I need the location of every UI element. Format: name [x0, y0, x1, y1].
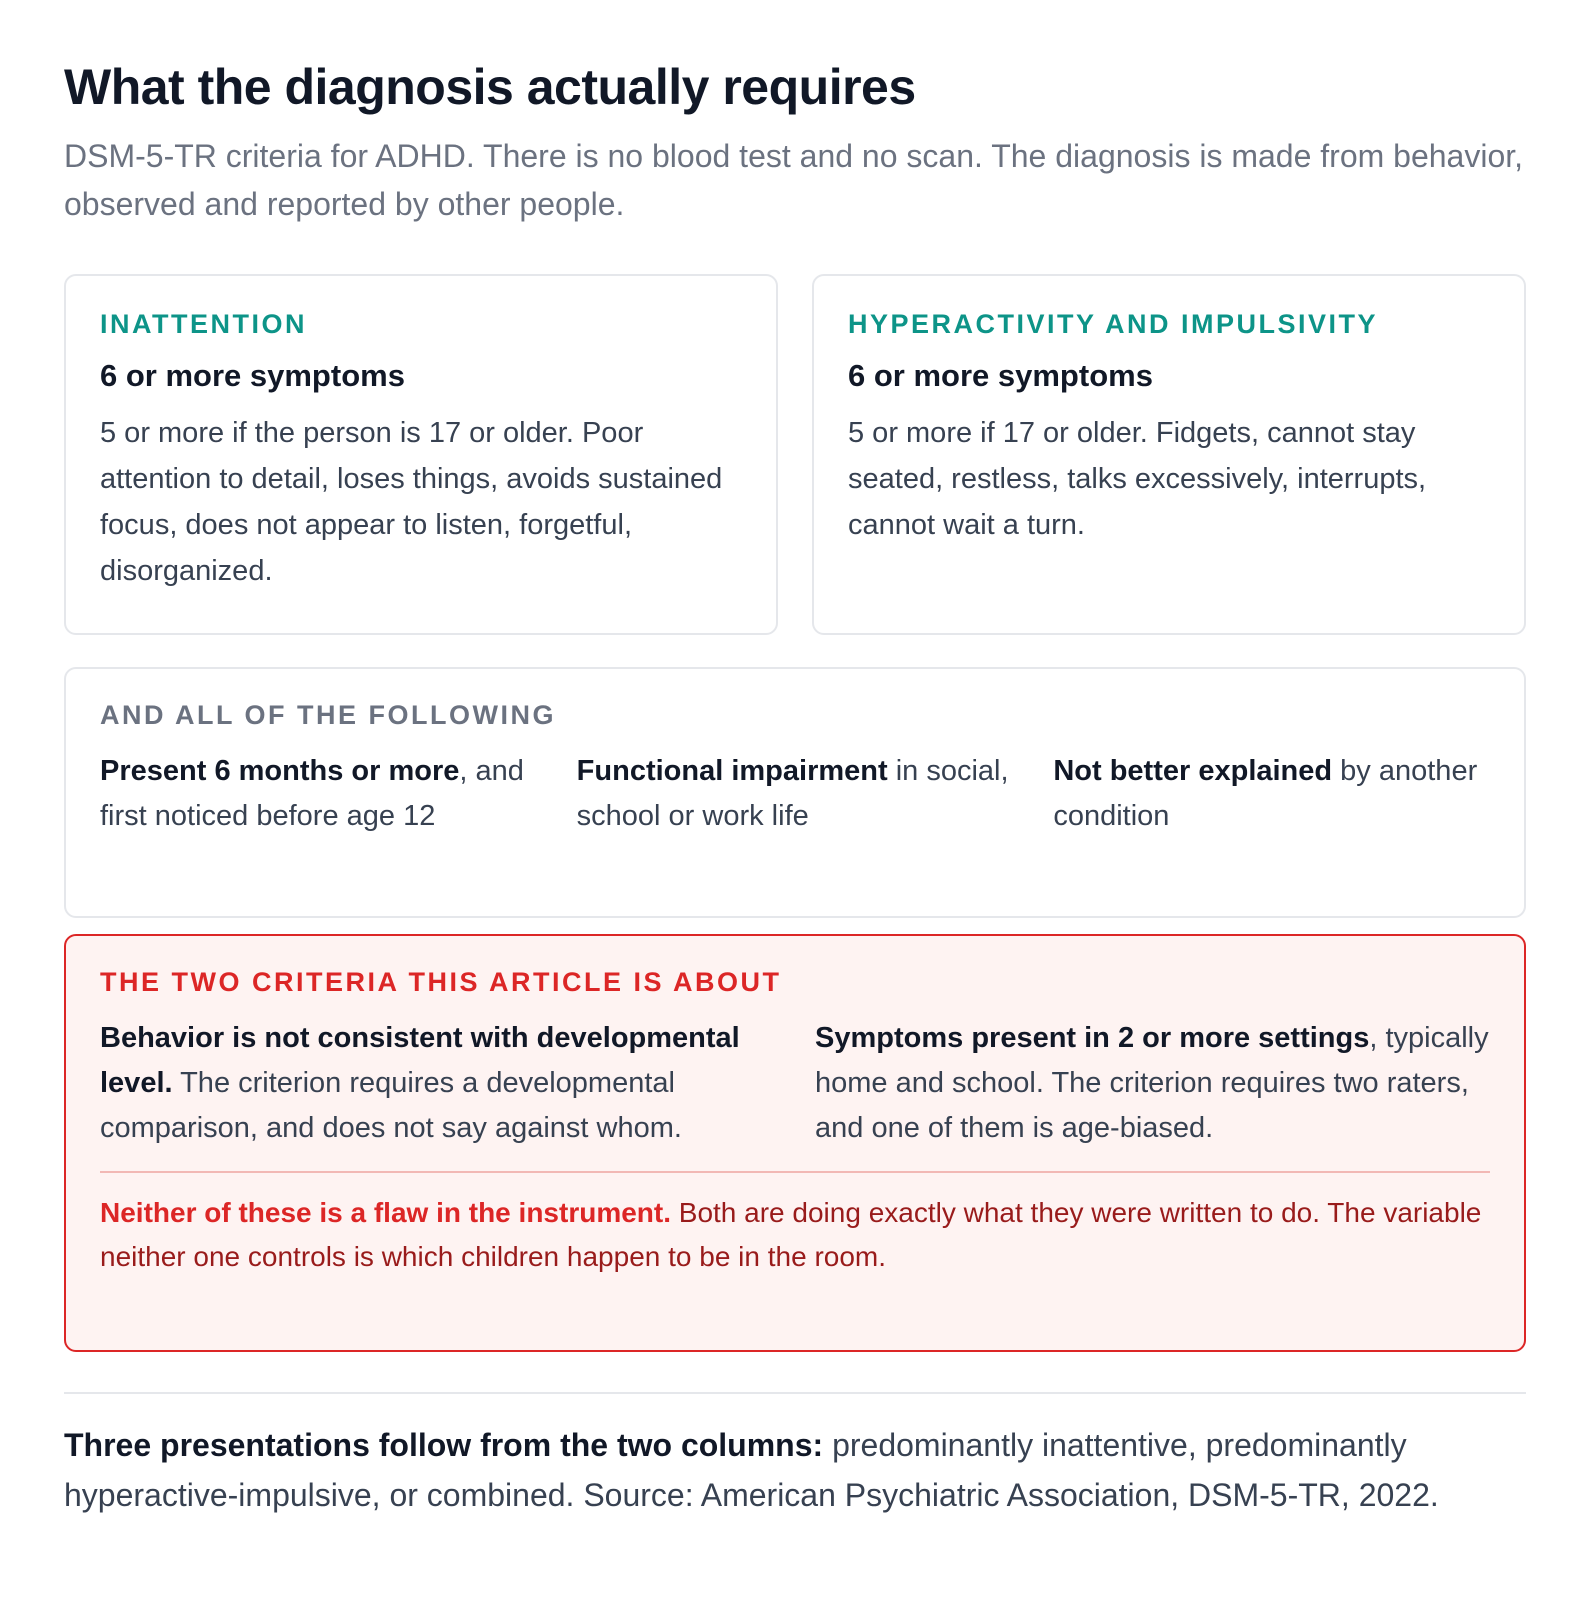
all-following-columns: Present 6 months or more, and first noti…	[100, 749, 1490, 839]
all-following-eyebrow: AND ALL OF THE FOLLOWING	[100, 700, 556, 730]
requirement-exclusion-bold: Not better explained	[1053, 755, 1333, 787]
page-subtitle: DSM-5-TR criteria for ADHD. There is no …	[64, 138, 1524, 222]
requirement-impairment-text: in social, school or work life	[576, 755, 1009, 832]
inattention-eyebrow: INATTENTION	[100, 309, 307, 339]
criterion-settings-bold: Symptoms present in 2 or more settings	[815, 1022, 1370, 1054]
two-criteria-callout: THE TWO CRITERIA THIS ARTICLE IS ABOUT B…	[64, 934, 1526, 1352]
hyperactivity-body: 5 or more if 17 or older. Fidgets, canno…	[848, 417, 1427, 541]
requirement-impairment: Functional impairment in social, school …	[577, 749, 1014, 839]
page: What the diagnosis actually requires DSM…	[64, 59, 1526, 1520]
requirement-exclusion-text: by another condition	[1053, 755, 1478, 832]
requirement-exclusion: Not better explained by another conditio…	[1053, 749, 1490, 839]
footer-note-bold: Three presentations follow from the two …	[64, 1427, 824, 1463]
page-title: What the diagnosis actually requires	[64, 59, 916, 115]
requirement-duration-text: , and first noticed before age 12	[100, 755, 524, 832]
two-criteria-columns: Behavior is not consistent with developm…	[100, 1016, 1490, 1151]
inattention-heading: 6 or more symptoms	[100, 358, 405, 393]
callout-note-text: Both are doing exactly what they were wr…	[100, 1197, 1482, 1272]
requirement-impairment-bold: Functional impairment	[576, 755, 888, 787]
criterion-settings-text: , typically home and school. The criteri…	[815, 1022, 1489, 1144]
criterion-developmental-bold: Behavior is not consistent with developm…	[100, 1022, 740, 1099]
callout-note: Neither of these is a flaw in the instru…	[100, 1191, 1490, 1279]
hyperactivity-heading: 6 or more symptoms	[848, 358, 1153, 393]
two-criteria-eyebrow: THE TWO CRITERIA THIS ARTICLE IS ABOUT	[100, 967, 782, 997]
hyperactivity-eyebrow: HYPERACTIVITY AND IMPULSIVITY	[848, 309, 1379, 339]
callout-note-bold: Neither of these is a flaw in the instru…	[100, 1197, 671, 1228]
callout-divider	[100, 1171, 1490, 1173]
symptom-criteria-grid: INATTENTION 6 or more symptoms 5 or more…	[64, 274, 1526, 635]
criterion-developmental-level: Behavior is not consistent with developm…	[100, 1016, 775, 1151]
criterion-two-settings: Symptoms present in 2 or more settings, …	[815, 1016, 1490, 1151]
requirement-duration-bold: Present 6 months or more	[100, 755, 460, 787]
footer-note: Three presentations follow from the two …	[64, 1420, 1526, 1520]
requirement-duration: Present 6 months or more, and first noti…	[100, 749, 537, 839]
all-following-card: AND ALL OF THE FOLLOWING Present 6 month…	[64, 667, 1526, 918]
inattention-card: INATTENTION 6 or more symptoms 5 or more…	[64, 274, 778, 635]
inattention-body: 5 or more if the person is 17 or older. …	[100, 417, 723, 587]
footer-note-text: predominantly inattentive, predominantly…	[64, 1427, 1439, 1513]
section-divider	[64, 1392, 1526, 1394]
criterion-developmental-text: The criterion requires a developmental c…	[100, 1067, 682, 1144]
hyperactivity-card: HYPERACTIVITY AND IMPULSIVITY 6 or more …	[812, 274, 1526, 635]
